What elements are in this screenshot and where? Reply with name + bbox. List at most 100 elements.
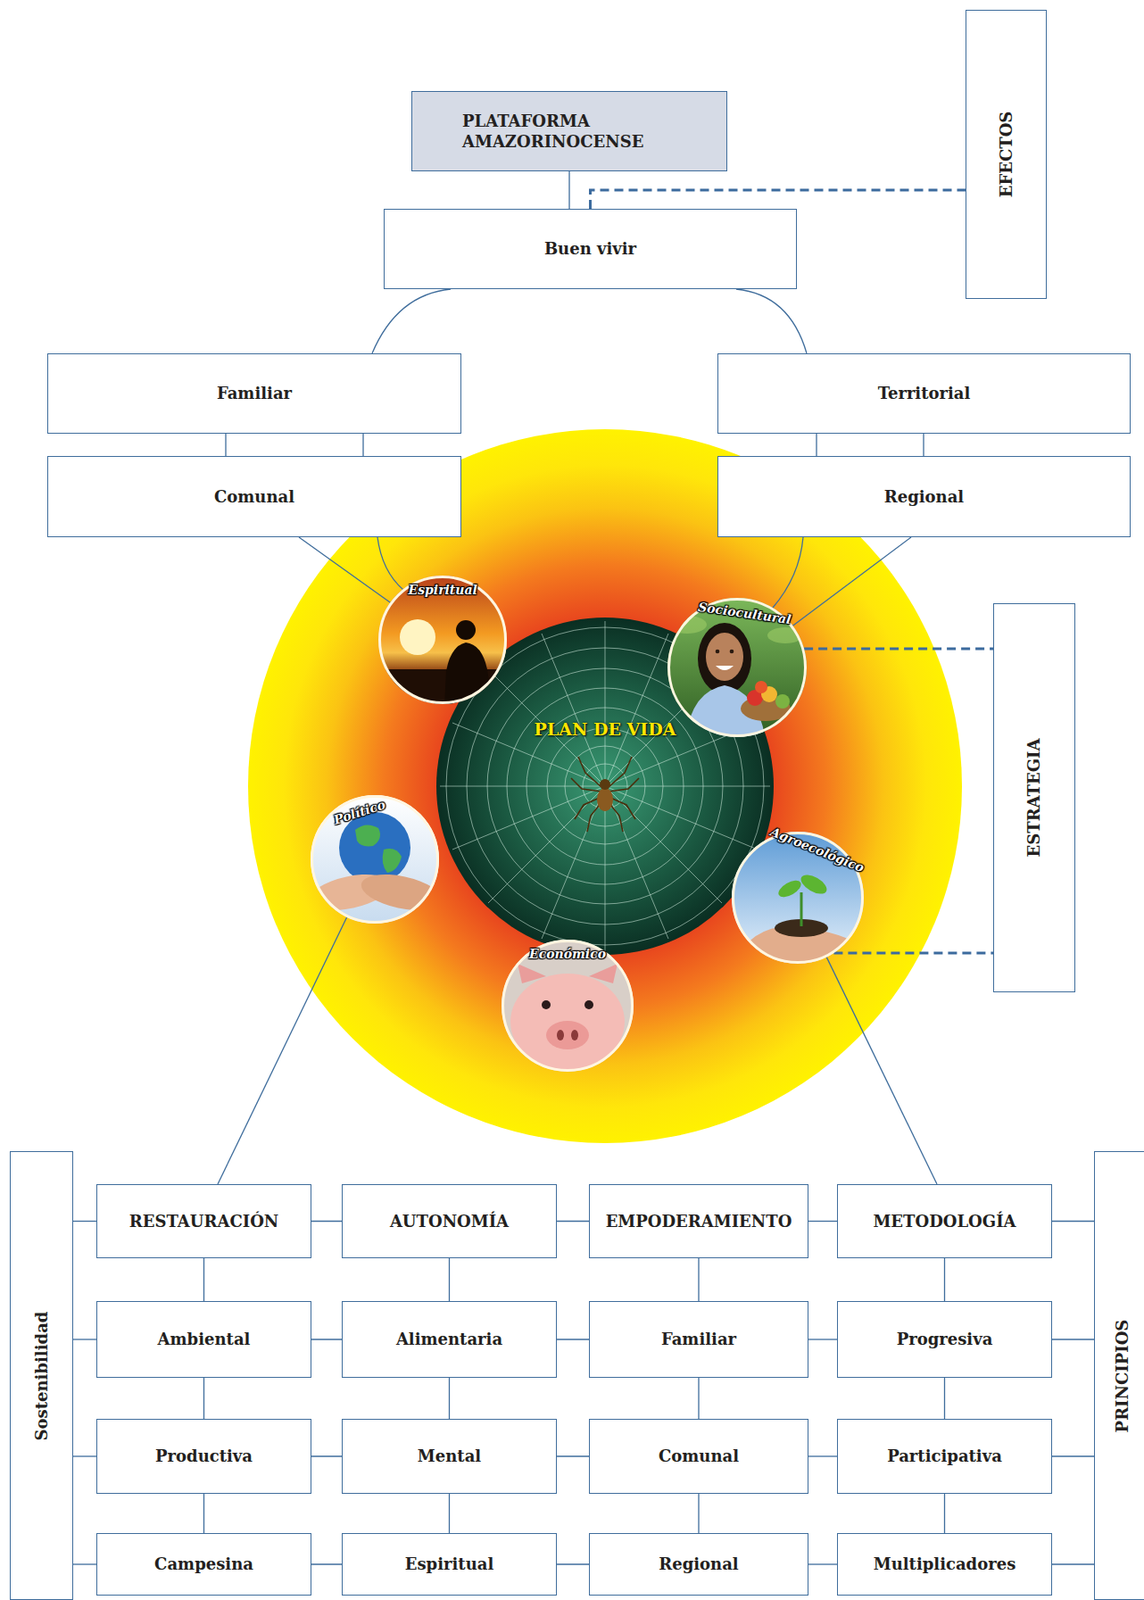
connector — [697, 1377, 699, 1419]
face — [705, 632, 744, 681]
box-label: Participativa — [887, 1445, 1003, 1467]
box-label: Comunal — [214, 486, 295, 507]
concept-box: Regional — [588, 1533, 809, 1596]
vertical-label: EFECTOS — [995, 111, 1017, 199]
fruit — [754, 680, 768, 694]
link-arc — [772, 537, 804, 608]
connector — [556, 1455, 589, 1457]
concept-box: Espiritual — [341, 1533, 557, 1596]
box-label: Regional — [884, 486, 964, 507]
concept-box: Progresiva — [837, 1301, 1053, 1378]
leaf — [775, 877, 804, 901]
sociocultural-photo — [667, 597, 807, 741]
connector — [448, 1493, 450, 1534]
connector — [1052, 1220, 1095, 1222]
agroecological-photo — [731, 831, 871, 973]
connector — [73, 1220, 97, 1222]
concept-box: Mental — [341, 1418, 557, 1494]
concept-box: Participativa — [837, 1418, 1053, 1494]
nostril — [556, 1029, 564, 1041]
box-label: Campesina — [154, 1553, 254, 1575]
connector — [73, 1338, 97, 1340]
connector — [217, 917, 348, 1185]
concept-box: Familiar — [47, 353, 462, 434]
concept-box: Alimentaria — [341, 1301, 557, 1378]
snout — [546, 1020, 589, 1050]
connector — [448, 1377, 450, 1419]
concept-box: Campesina — [96, 1533, 312, 1596]
spider — [571, 756, 639, 832]
connector — [203, 1493, 205, 1534]
connector — [808, 1220, 838, 1222]
topic-circle: Político — [310, 795, 440, 924]
box-label: Familiar — [661, 1328, 737, 1350]
side-panel: ESTRATEGIA — [993, 603, 1076, 993]
connector — [372, 289, 451, 354]
concept-box: Comunal — [588, 1418, 809, 1494]
leaf — [797, 870, 830, 898]
concept-box: AUTONOMÍA — [341, 1184, 557, 1259]
connector — [298, 537, 390, 603]
connector — [203, 1258, 205, 1302]
circle-ring — [380, 577, 506, 704]
eye — [584, 1000, 594, 1010]
topic-circle: Económico — [501, 939, 634, 1072]
globe — [339, 812, 411, 884]
platform-label: PLATAFORMA AMAZORINOCENSE — [462, 110, 677, 153]
political-photo — [306, 795, 445, 924]
circle-label: Sociocultural — [697, 598, 793, 626]
concept-box: Regional — [717, 455, 1131, 538]
concept-box: PLATAFORMA AMAZORINOCENSE — [411, 91, 728, 172]
continent — [355, 824, 381, 846]
connector — [556, 1563, 589, 1565]
eye — [541, 1000, 551, 1010]
box-label: Ambiental — [157, 1328, 251, 1350]
box-label: Multiplicadores — [873, 1553, 1017, 1575]
concept-box: Buen vivir — [383, 208, 797, 290]
web-spoke — [452, 722, 758, 850]
web-spoke — [541, 633, 669, 939]
spider-web — [436, 617, 774, 955]
connector — [311, 1563, 342, 1565]
setting-sun — [399, 619, 436, 655]
concept-box: Multiplicadores — [837, 1533, 1053, 1596]
smile — [715, 665, 734, 671]
connector — [73, 1563, 97, 1565]
connector — [203, 1377, 205, 1419]
connector — [944, 1377, 946, 1419]
circle-outline — [731, 831, 864, 964]
eye — [729, 649, 735, 655]
connector — [311, 1220, 342, 1222]
concept-box: EMPODERAMIENTO — [588, 1184, 809, 1259]
connector — [697, 1258, 699, 1302]
box-label: RESTAURACIÓN — [129, 1210, 280, 1232]
circle-ring — [669, 599, 806, 737]
box-label: Regional — [658, 1553, 738, 1575]
side-panel: EFECTOS — [965, 9, 1047, 299]
economic-photo — [501, 939, 634, 1072]
box-label: Progresiva — [896, 1328, 994, 1350]
side-panel: PRINCIPIOS — [1094, 1151, 1144, 1600]
connector — [1052, 1563, 1095, 1565]
box-label: Alimentaria — [396, 1328, 503, 1350]
connector — [815, 433, 817, 456]
connector — [808, 1455, 838, 1457]
topic-circle: Sociocultural — [667, 597, 807, 738]
connector — [224, 433, 226, 456]
box-label: METODOLOGÍA — [872, 1210, 1016, 1232]
spiritual-photo — [378, 575, 507, 710]
box-label: Espiritual — [405, 1553, 495, 1575]
concept-box: Comunal — [47, 455, 462, 538]
box-label: Territorial — [878, 382, 971, 404]
side-panel: Sostenibilidad — [9, 1151, 74, 1600]
box-label: AUTONOMÍA — [389, 1210, 509, 1232]
connector — [311, 1338, 342, 1340]
connector — [556, 1338, 589, 1340]
box-label: Buen vivir — [544, 238, 637, 259]
link-line — [362, 433, 364, 456]
concept-box: Territorial — [717, 353, 1131, 434]
connector — [792, 537, 912, 626]
circle-label: Agroecológico — [768, 824, 867, 876]
connector — [556, 1220, 589, 1222]
